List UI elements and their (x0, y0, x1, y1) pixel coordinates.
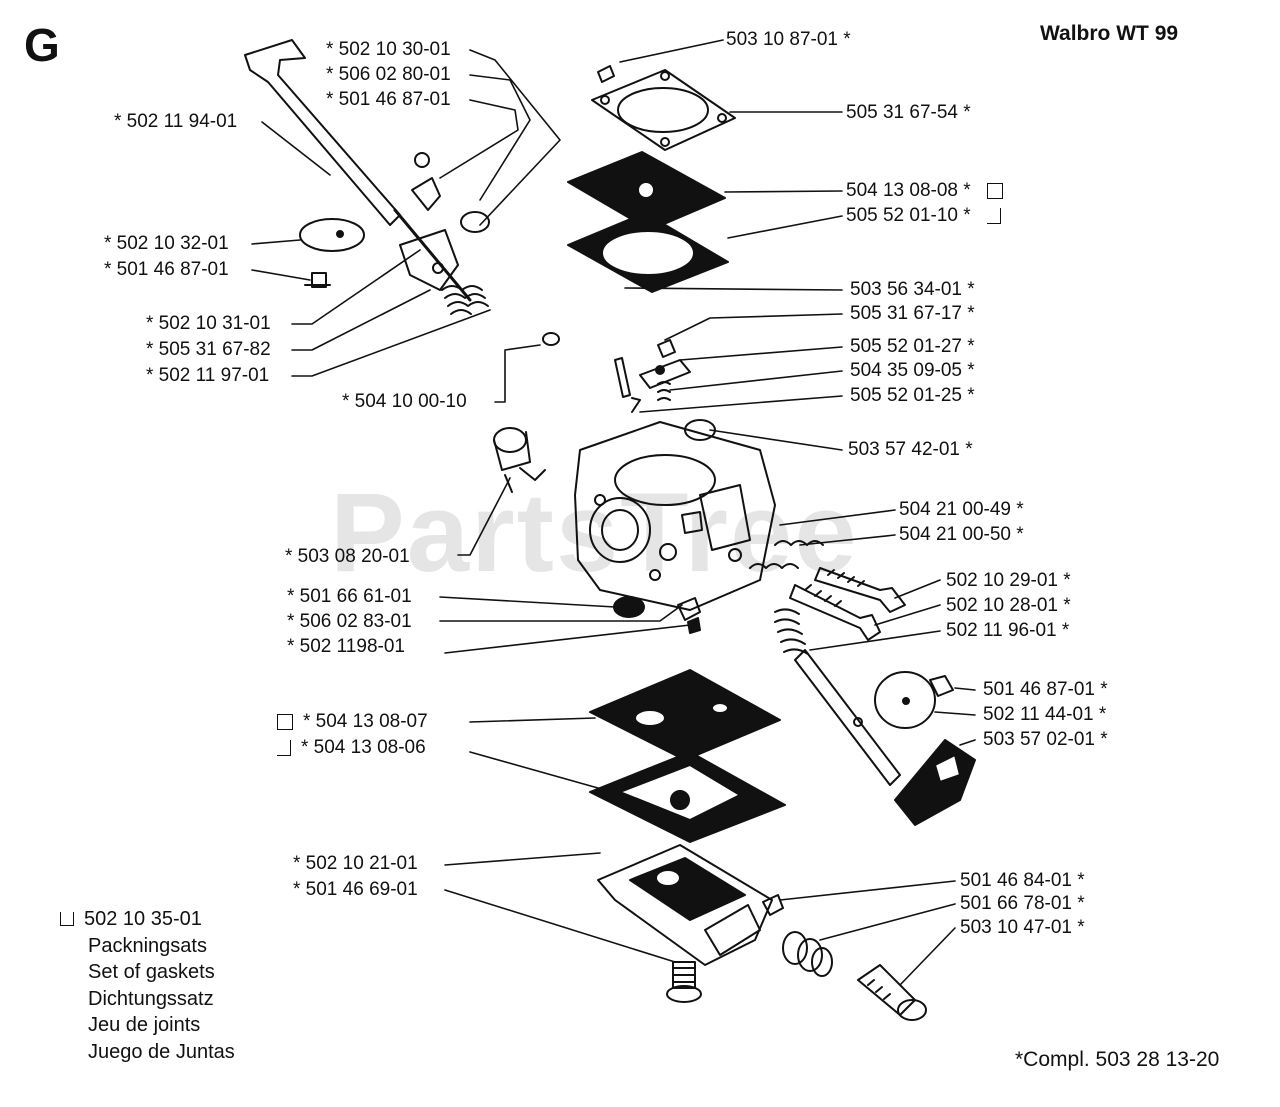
part-label: 503 10 47-01 * (960, 917, 1085, 938)
legend-kit-code: 502 10 35-01 (60, 906, 235, 933)
metering-cover-part (597, 844, 773, 966)
part-label: * 501 66 61-01 (287, 586, 412, 607)
pump-gasket-part (567, 212, 729, 293)
part-label: 505 52 01-10 * (846, 205, 971, 226)
gasket-kit-box-icon (60, 912, 74, 927)
choke-spring-part (774, 608, 809, 655)
metering-spring-part (657, 381, 671, 401)
part-label: 501 46 87-01 * (983, 679, 1108, 700)
gasket-kit-bracket-icon (277, 740, 291, 756)
choke-lever-part (894, 739, 976, 826)
part-label: * 504 13 08-06 (301, 737, 426, 758)
part-label-gasket-kit: * 504 13 08-07 (277, 711, 428, 733)
part-label: * 502 10 32-01 (104, 233, 229, 254)
metering-diaphragm-part (589, 669, 781, 761)
part-label: 503 56 34-01 * (850, 279, 975, 300)
part-label: * 506 02 80-01 (326, 64, 451, 85)
compl-code: 503 28 13-20 (1095, 1048, 1220, 1071)
part-label: 502 10 29-01 * (946, 570, 1071, 591)
part-label: * 502 11 94-01 (114, 111, 238, 132)
legend-line: Juego de Juntas (88, 1040, 235, 1063)
carburetor-body-part (574, 421, 776, 611)
part-label: 504 21 00-49 * (899, 499, 1024, 520)
fuel-inlet-part (493, 427, 546, 493)
metering-lever-part (639, 339, 691, 389)
diagram-title: Walbro WT 99 (1040, 22, 1179, 45)
idle-spring-part (782, 931, 833, 977)
part-label: 504 13 08-08 * (846, 180, 971, 201)
pump-cover-part (591, 65, 736, 151)
part-label: 505 31 67-54 * (846, 102, 971, 123)
gasket-kit-box-icon (277, 714, 293, 730)
cover-screw-part (666, 961, 702, 1003)
legend-line: Dichtungssatz (88, 987, 214, 1010)
part-label-gasket-kit: * 504 13 08-06 (277, 737, 426, 759)
high-speed-needle-part (814, 567, 906, 613)
part-label: 504 35 09-05 * (850, 360, 975, 381)
compl-prefix: *Compl. (1015, 1048, 1090, 1071)
part-label: * 502 10 21-01 (293, 853, 418, 874)
part-label: 504 21 00-50 * (899, 524, 1024, 545)
part-label: 501 46 84-01 * (960, 870, 1085, 891)
throttle-plate-part (299, 218, 365, 288)
part-label: * 502 10 31-01 (146, 313, 271, 334)
part-label: 502 11 96-01 * (946, 620, 1070, 641)
gasket-kit-legend: 502 10 35-01 Packningsats Set of gaskets… (60, 906, 235, 1065)
part-label: 502 10 28-01 * (946, 595, 1071, 616)
part-label: * 502 10 30-01 (326, 39, 451, 60)
small-screw-part (677, 597, 701, 634)
gasket-kit-bracket-icon (986, 208, 1001, 224)
legend-code-text: 502 10 35-01 (84, 908, 202, 930)
inlet-screen-part (613, 596, 645, 618)
part-label-gasket-kit: 504 13 08-08 * (846, 180, 1013, 202)
part-label: * 502 1198-01 (287, 636, 405, 657)
idle-screw-part (762, 894, 784, 916)
part-label: 505 52 01-25 * (850, 385, 975, 406)
part-label: * 501 46 69-01 (293, 879, 418, 900)
legend-line: Packningsats (88, 934, 207, 957)
part-label: * 501 46 87-01 (326, 89, 451, 110)
inlet-needle-part (614, 357, 641, 413)
part-label: 505 31 67-17 * (850, 303, 975, 324)
throttle-spring-part (441, 285, 489, 315)
idle-adjust-screw-part (857, 964, 927, 1021)
low-speed-needle-part (789, 584, 881, 641)
gasket-kit-box-icon (986, 183, 1003, 199)
choke-shaft-part (794, 649, 901, 786)
part-label: * 504 13 08-07 (303, 711, 428, 732)
metering-gasket-part (589, 751, 786, 843)
part-label: * 505 31 67-82 (146, 339, 271, 360)
leader-lines (251, 39, 976, 986)
part-label: * 501 46 87-01 (104, 259, 229, 280)
part-label: * 504 10 00-10 (342, 391, 467, 412)
part-label: * 502 11 97-01 (146, 365, 270, 386)
part-label: * 503 08 20-01 (285, 546, 410, 567)
needle-spring-upper-part (749, 540, 824, 569)
part-label: 503 57 02-01 * (983, 729, 1108, 750)
legend-line: Set of gaskets (88, 961, 215, 983)
legend-line: Jeu de joints (88, 1014, 201, 1036)
part-label: 502 11 44-01 * (983, 704, 1107, 725)
part-label: 505 52 01-27 * (850, 336, 975, 357)
part-label: 503 57 42-01 * (848, 439, 973, 460)
throttle-lever-part (399, 152, 490, 291)
choke-pin-part (542, 332, 560, 346)
part-label: * 506 02 83-01 (287, 611, 412, 632)
part-label: 501 66 78-01 * (960, 893, 1085, 914)
complete-carburetor-note: *Compl. 503 28 13-20 (1015, 1048, 1219, 1072)
part-label-gasket-kit: 505 52 01-10 * (846, 205, 1011, 227)
pump-diaphragm-part (567, 151, 726, 231)
part-label: 503 10 87-01 * (726, 29, 851, 50)
section-letter: G (24, 19, 60, 71)
choke-plate-part (874, 671, 954, 729)
throttle-shaft-part (244, 39, 472, 302)
